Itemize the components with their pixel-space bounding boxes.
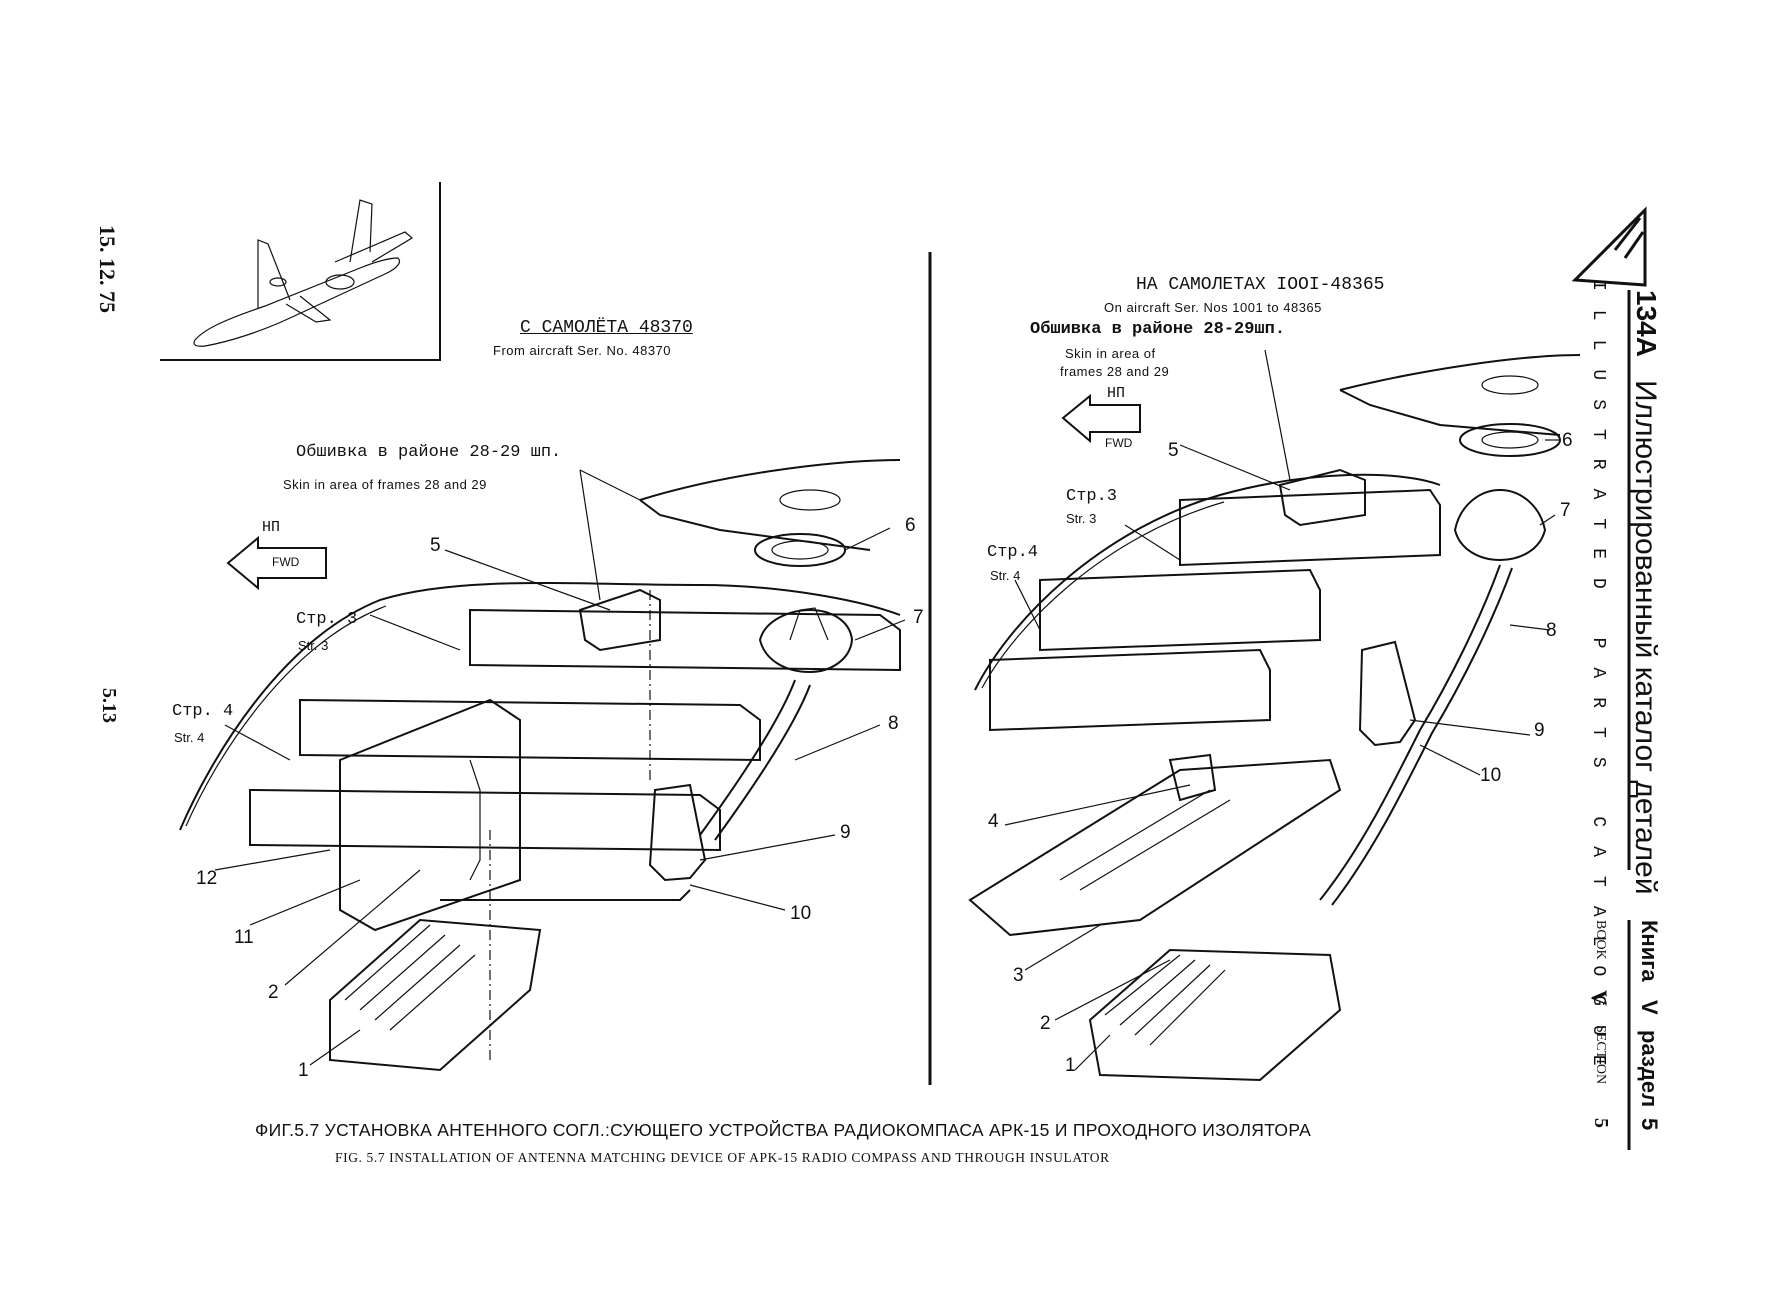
right-callout-6: 6 [1562,430,1573,451]
right-str4-ru: Стр.4 [987,543,1039,562]
caption-en: FIG. 5.7 INSTALLATION OF ANTENNA MATCHIN… [335,1150,1110,1165]
right-callout-2: 2 [1040,1013,1051,1034]
right-heading-ru: НА САМОЛЕТАХ IOOI-48365 [1136,275,1385,295]
left-fwd-ru: НП [262,519,281,536]
left-str4-ru: Стр. 4 [172,702,234,721]
right-fwd-arrow-shape [1061,393,1141,444]
right-heading-en: On aircraft Ser. Nos 1001 to 48365 [1104,300,1322,315]
right-fwd-en: FWD [1105,436,1133,450]
left-str3-en: Str. 3 [298,638,329,653]
left-assembly-drawing [179,459,906,1072]
section-en-value: 5 [1590,1118,1612,1128]
right-callout-5: 5 [1168,440,1179,461]
left-str3-ru: Стр. 3 [296,610,358,629]
right-callout-8: 8 [1546,620,1557,641]
right-callout-7: 7 [1560,500,1571,521]
right-callout-3: 3 [1013,965,1024,986]
left-callout-12: 12 [196,868,218,889]
right-callout-4: 4 [988,811,999,832]
book-en-label: BOOK [1593,920,1608,960]
right-skin-ru: Обшивка в районе 28-29шп. [1030,320,1286,339]
page-number: 5.13 [98,688,120,723]
left-callout-10: 10 [790,903,812,924]
right-assembly-drawing [968,349,1581,1082]
right-callout-1: 1 [1065,1055,1076,1076]
left-heading-ru: С САМОЛЁТА 48370 [520,318,693,338]
left-skin-en: Skin in area of frames 28 and 29 [283,477,487,492]
left-heading-en: From aircraft Ser. No. 48370 [493,343,672,358]
left-callout-2: 2 [268,982,279,1003]
side-header-logo [1571,206,1647,1150]
left-callout-1: 1 [298,1060,309,1081]
right-str3-en: Str. 3 [1066,511,1097,526]
right-callout-10: 10 [1480,765,1502,786]
left-callout-5: 5 [430,535,441,556]
left-skin-ru: Обшивка в районе 28-29 шп. [296,443,562,462]
left-fwd-en: FWD [272,555,300,569]
left-callout-9: 9 [840,822,851,843]
section-ru-label: раздел [1637,1030,1662,1108]
book-ru-label: Книга [1637,920,1662,982]
left-fwd-arrow-shape [226,535,327,591]
margin-date: 15. 12. 75 [95,225,120,313]
left-callout-7: 7 [913,607,924,628]
left-str4-en: Str. 4 [174,730,205,745]
side-model: 134A [1631,290,1662,357]
right-skin-en-2: frames 28 and 29 [1060,364,1170,379]
right-str4-en: Str. 4 [990,568,1021,583]
left-callout-8: 8 [888,713,899,734]
right-fwd-ru: НП [1107,385,1126,402]
book-value: V [1637,1000,1662,1015]
right-skin-en-1: Skin in area of [1065,346,1156,361]
book-en-value: V [1587,990,1612,1006]
caption-ru: ФИГ.5.7 УСТАНОВКА АНТЕННОГО СОГЛ.:СУЮЩЕГ… [255,1120,1312,1140]
right-callout-9: 9 [1534,720,1545,741]
right-str3-ru: Стр.3 [1066,487,1118,506]
left-callout-6: 6 [905,515,916,536]
aircraft-inset [160,182,441,361]
section-en-label: SECTION [1593,1025,1608,1085]
section-value: 5 [1637,1118,1662,1131]
side-title-ru: Иллюстрированный каталог деталей [1629,380,1662,895]
side-title-en: ILLUSTRATED PARTS CATALOGUE [1588,280,1608,1085]
left-callout-11: 11 [234,927,254,948]
